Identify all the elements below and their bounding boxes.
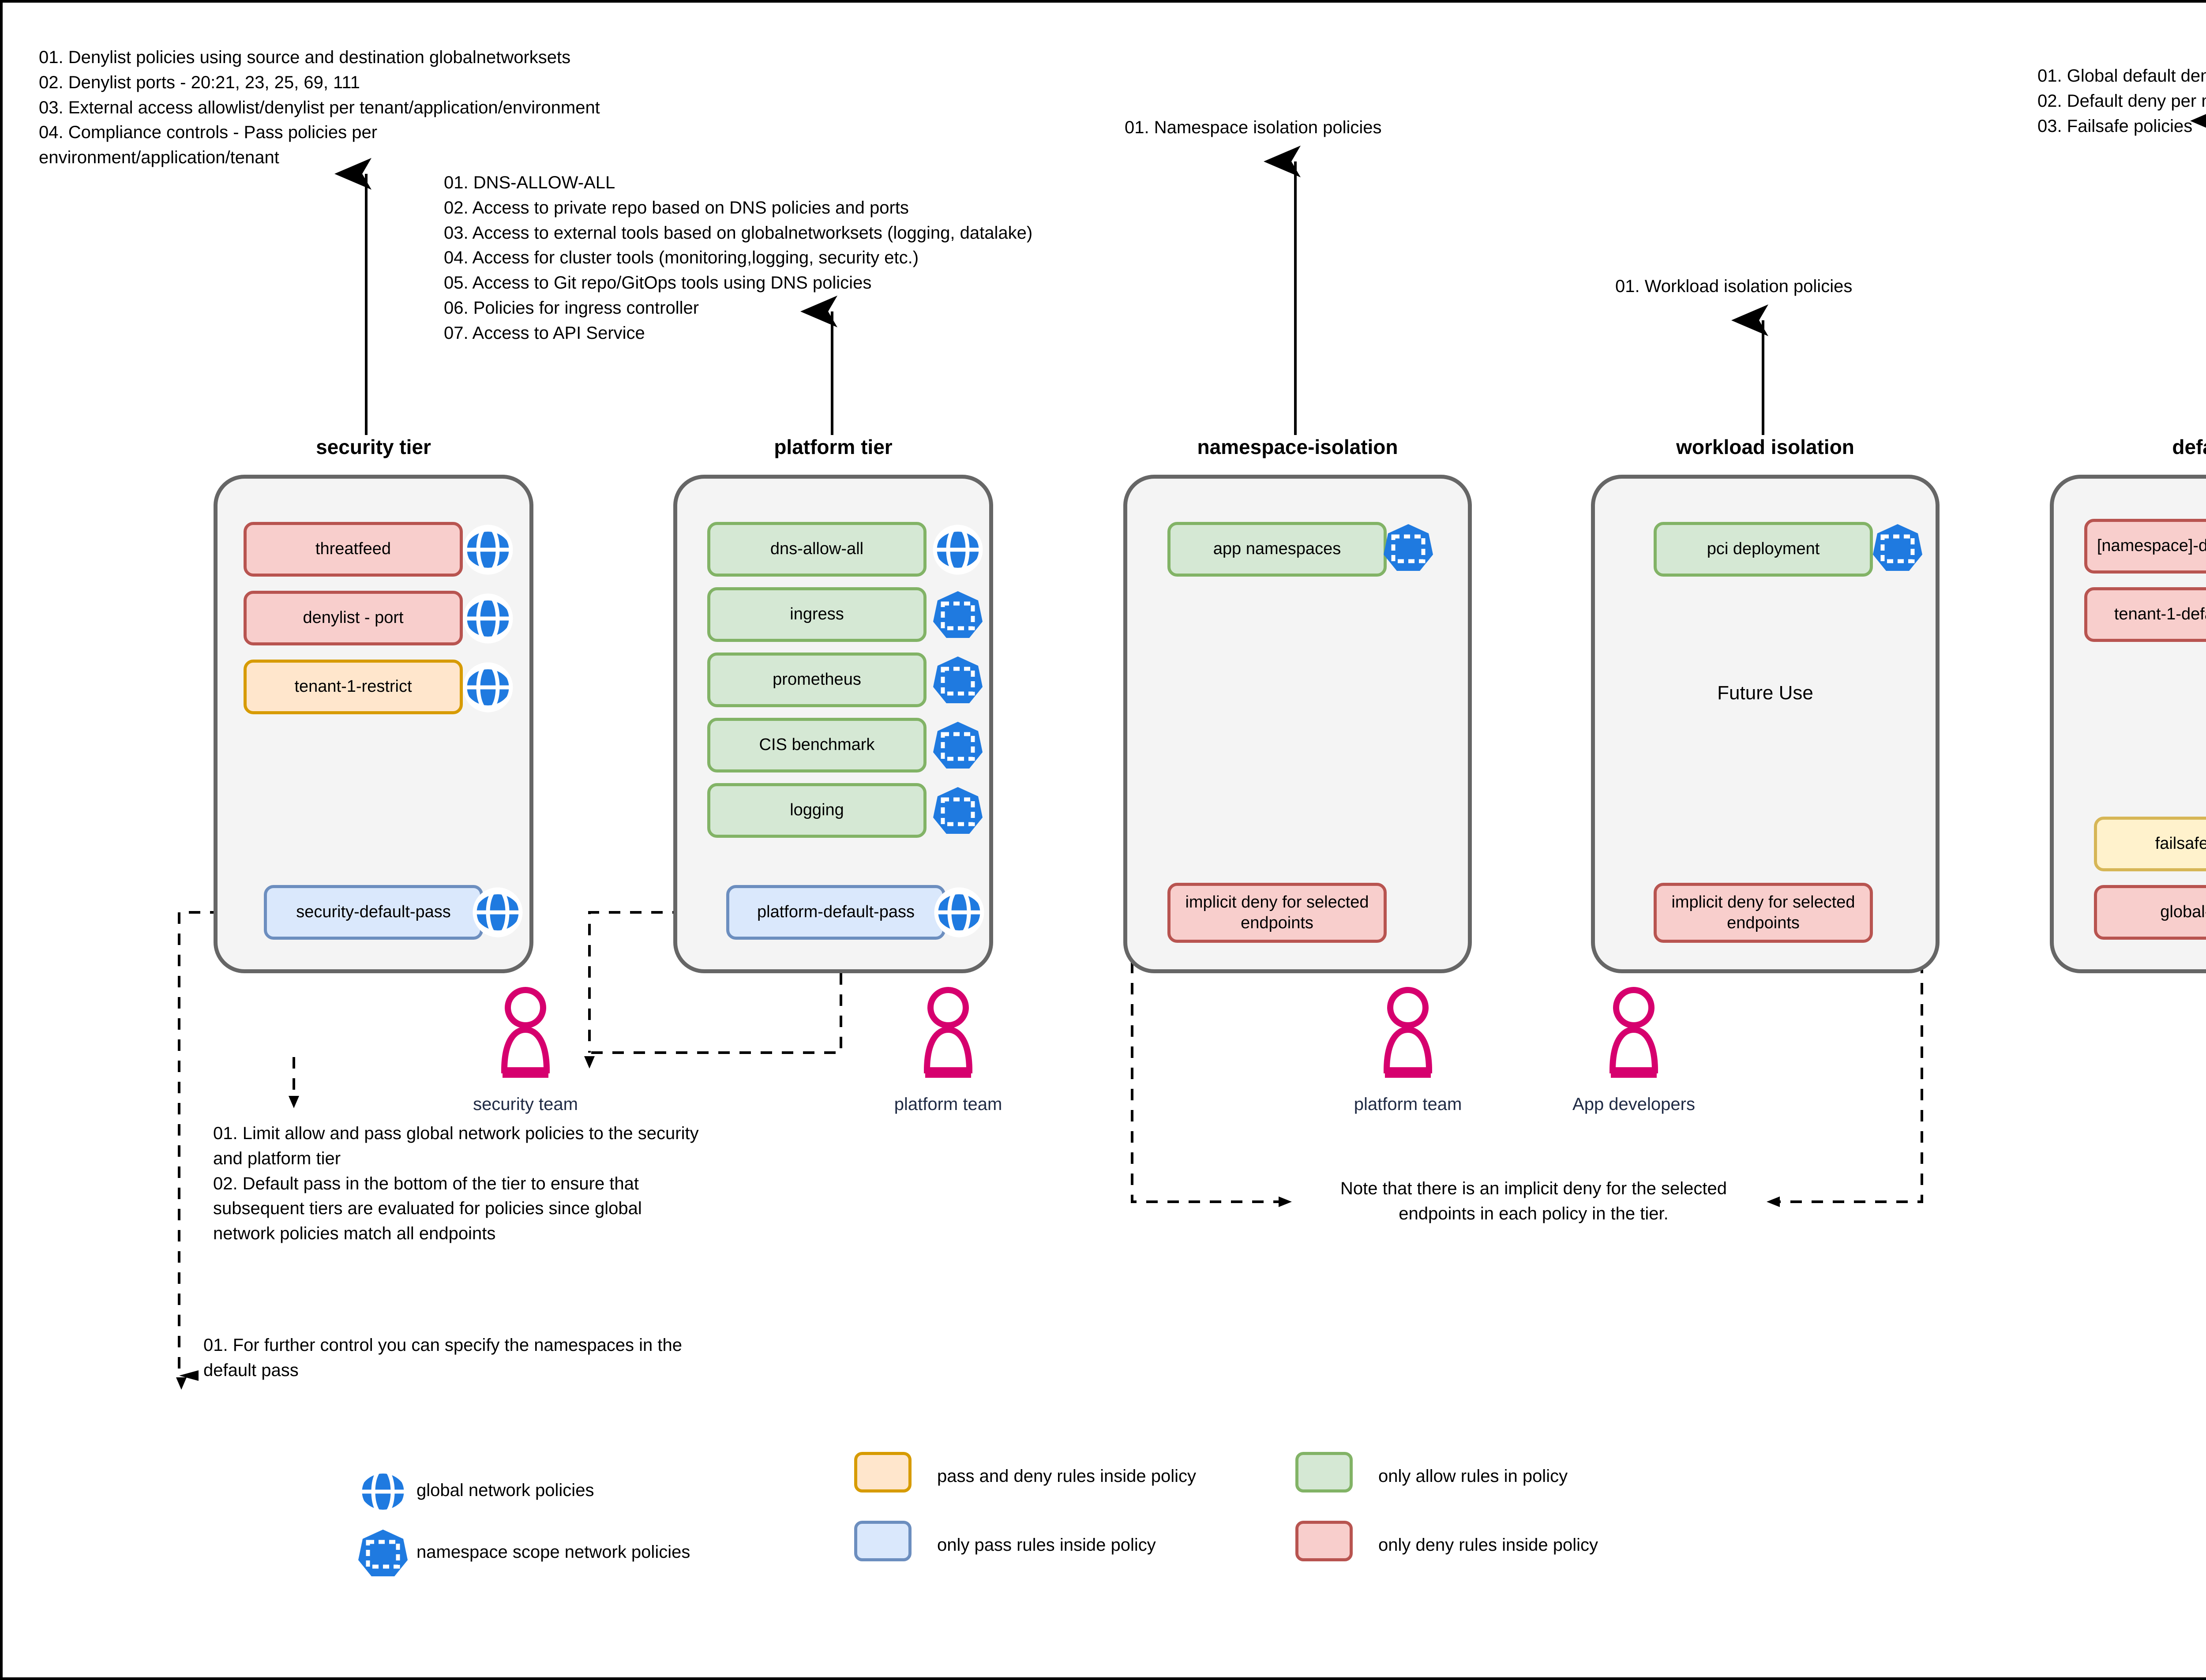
- tier-title-default: default tier: [2172, 435, 2206, 458]
- legend-label-global-network-policies: global network policies: [416, 1481, 594, 1500]
- policy-tenant-1-default-deny[interactable]: tenant-1-default-deny: [2084, 587, 2206, 642]
- legend-swatch-only-deny: [1295, 1521, 1353, 1561]
- legend-label-only-deny: only deny rules inside policy: [1378, 1535, 1598, 1555]
- policy-security-default-pass[interactable]: security-default-pass: [264, 885, 483, 940]
- policy-prometheus[interactable]: prometheus: [707, 652, 927, 707]
- tier-title-workload-isolation: workload isolation: [1676, 435, 1854, 458]
- arrowhead-default-pass-note: [179, 1370, 199, 1381]
- legend-swatch-only-pass: [854, 1521, 912, 1561]
- tier-title-namespace-isolation: namespace-isolation: [1197, 435, 1398, 458]
- actor-label-platform-team-1: platform team: [894, 1095, 1002, 1114]
- policy-tenant-1-restrict[interactable]: tenant-1-restrict: [244, 660, 463, 714]
- workload-future-use-text: Future Use: [1717, 682, 1813, 704]
- legend-label-only-allow: only allow rules in policy: [1378, 1466, 1568, 1486]
- default-tier-notes: 01. Global default deny 02. Default deny…: [2037, 66, 2206, 136]
- implicit-deny-note: Note that there is an implicit deny for …: [1340, 1179, 1727, 1223]
- legend-swatch-pass-and-deny: [854, 1452, 912, 1492]
- policy-cis-benchmark[interactable]: CIS benchmark: [707, 718, 927, 772]
- policy-namespace-default-deny[interactable]: [namespace]-default-deny: [2084, 519, 2206, 574]
- namespace-isolation-notes: 01. Namespace isolation policies: [1125, 118, 1382, 137]
- tier-title-platform: platform tier: [774, 435, 893, 458]
- legend-label-namespace-scope-network-policies: namespace scope network policies: [416, 1542, 690, 1562]
- policy-platform-default-pass[interactable]: platform-default-pass: [726, 885, 945, 940]
- policy-dns-allow-all[interactable]: dns-allow-all: [707, 522, 927, 577]
- actor-label-app-developers: App developers: [1572, 1095, 1695, 1114]
- tier-title-security: security tier: [316, 435, 431, 458]
- policy-implicit-deny-workload[interactable]: implicit deny for selected endpoints: [1654, 883, 1873, 943]
- legend-swatch-only-allow: [1295, 1452, 1353, 1492]
- policy-threatfeed[interactable]: threatfeed: [244, 522, 463, 577]
- security-tier-notes: 01. Denylist policies using source and d…: [39, 48, 600, 168]
- actor-label-platform-team-2: platform team: [1354, 1095, 1462, 1114]
- legend-namespace-scope-network-policy-icon: [358, 1530, 408, 1576]
- policy-app-namespaces[interactable]: app namespaces: [1167, 522, 1387, 577]
- policy-denylist-port[interactable]: denylist - port: [244, 591, 463, 645]
- policy-pci-deployment[interactable]: pci deployment: [1654, 522, 1873, 577]
- policy-global-deny[interactable]: global-deny: [2094, 885, 2206, 940]
- policy-implicit-deny-namespace[interactable]: implicit deny for selected endpoints: [1167, 883, 1387, 943]
- workload-isolation-notes: 01. Workload isolation policies: [1615, 277, 1853, 296]
- legend-label-pass-and-deny: pass and deny rules inside policy: [937, 1466, 1197, 1486]
- policy-failsafe-allow[interactable]: failsafe-allow: [2094, 817, 2206, 871]
- actor-icons: [501, 987, 1658, 1078]
- platform-tier-notes: 01. DNS-ALLOW-ALL 02. Access to private …: [444, 173, 1033, 343]
- legend-global-network-policy-icon: [360, 1469, 406, 1515]
- connector-platform-team: [588, 973, 842, 1061]
- actor-label-security-team-1: security team: [473, 1095, 578, 1114]
- bottom-left-note: 01. Limit allow and pass global network …: [213, 1124, 699, 1244]
- policy-logging[interactable]: logging: [707, 783, 927, 838]
- legend-label-only-pass: only pass rules inside policy: [937, 1535, 1156, 1555]
- default-pass-note: 01. For further control you can specify …: [203, 1335, 683, 1380]
- policy-ingress[interactable]: ingress: [707, 587, 927, 642]
